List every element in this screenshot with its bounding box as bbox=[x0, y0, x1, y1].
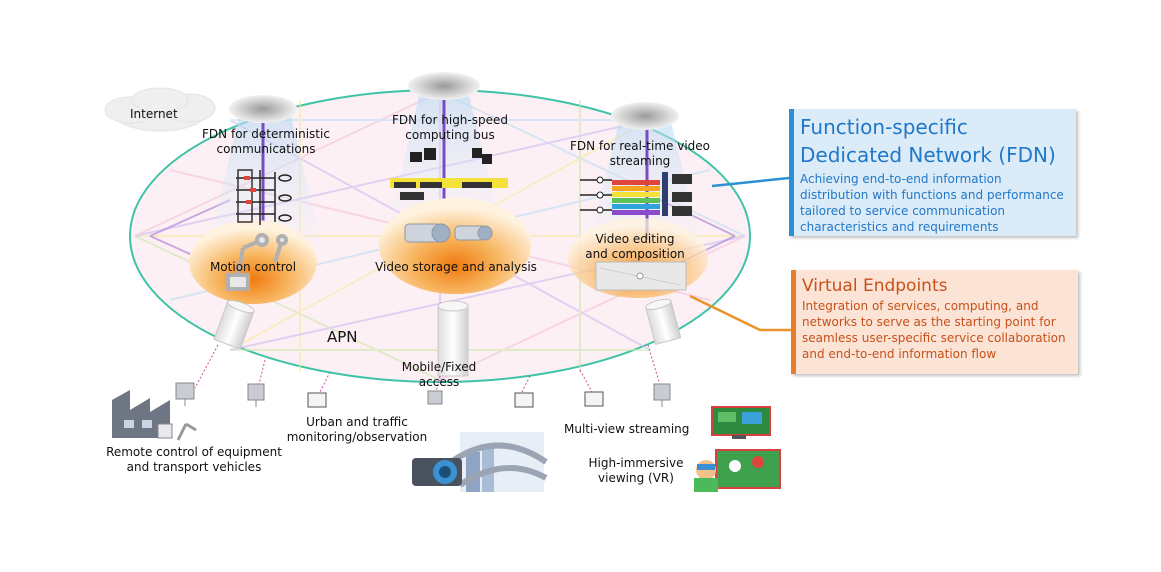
remote-control-line1: Remote control of equipment bbox=[106, 445, 282, 459]
ve-panel-title: Virtual Endpoints bbox=[802, 276, 948, 296]
motion-control-label: Motion control bbox=[209, 260, 297, 274]
solar-panel-icon-2 bbox=[247, 383, 265, 407]
factory-robot-icon bbox=[176, 422, 197, 441]
virtual-endpoints-panel: Virtual Endpoints Integration of service… bbox=[791, 270, 1078, 374]
fdn-realtime-line2: streaming bbox=[609, 154, 671, 168]
ve-panel-body-line2: networks to serve as the starting point … bbox=[802, 315, 1056, 329]
fdn-panel-title-line2: Dedicated Network (FDN) bbox=[800, 143, 1056, 167]
fdn-realtime-line1: FDN for real-time video bbox=[569, 139, 711, 153]
mobile-fixed-line2: access bbox=[418, 375, 460, 389]
fdn-panel-body: Achieving end-to-end information distrib… bbox=[800, 171, 1070, 235]
internet-cloud-icon bbox=[104, 87, 216, 132]
internet-label: Internet bbox=[130, 107, 178, 121]
urban-traffic-line1: Urban and traffic bbox=[306, 415, 408, 429]
fdn-panel-body-line4: characteristics and requirements bbox=[800, 220, 999, 234]
apn-label: APN bbox=[327, 328, 358, 346]
fdn-highspeed-line1: FDN for high-speed bbox=[392, 113, 508, 127]
box-icon-3 bbox=[584, 391, 604, 407]
urban-traffic-label: Urban and traffic monitoring/observation bbox=[284, 415, 430, 445]
cloud-center bbox=[408, 72, 480, 100]
node-video-storage bbox=[379, 198, 531, 294]
video-editing-label: Video editing and composition bbox=[580, 232, 690, 262]
solar-panel-icon-1 bbox=[175, 382, 195, 406]
access-lines bbox=[194, 344, 661, 393]
video-editing-line2: and composition bbox=[585, 247, 685, 261]
deterministic-switch-icon bbox=[236, 169, 292, 225]
high-immersive-label: High-immersive viewing (VR) bbox=[586, 456, 686, 486]
deterministic-color-marks bbox=[244, 176, 256, 204]
endpoint-cylinder-left bbox=[213, 299, 255, 350]
camera-icon bbox=[404, 223, 493, 243]
ve-panel-body: Integration of services, computing, and … bbox=[802, 298, 1072, 362]
video-editing-line1: Video editing bbox=[595, 232, 675, 246]
cloud-right bbox=[611, 102, 679, 130]
ve-connector-line bbox=[689, 294, 791, 332]
endpoint-cylinder-center bbox=[437, 300, 469, 377]
factory-icon bbox=[112, 390, 173, 439]
urban-traffic-line2: monitoring/observation bbox=[286, 430, 428, 444]
solar-panel-icon-4 bbox=[653, 383, 671, 407]
computing-bus-icon bbox=[390, 148, 508, 200]
traffic-city-image bbox=[412, 432, 548, 492]
fdn-panel-title-line1: Function-specific bbox=[800, 115, 968, 139]
solar-panel-icon-3 bbox=[427, 390, 443, 405]
mobile-fixed-line1: Mobile/Fixed bbox=[401, 360, 477, 374]
box-icon-2 bbox=[514, 392, 534, 408]
fdn-highspeed-line2: computing bus bbox=[405, 128, 495, 142]
mobile-fixed-label: Mobile/Fixed access bbox=[394, 360, 484, 390]
remote-control-line2: and transport vehicles bbox=[126, 460, 262, 474]
realtime-stream-icon bbox=[580, 172, 692, 216]
video-editing-screen-icon bbox=[595, 261, 687, 291]
fdn-deterministic-label: FDN for deterministic communications bbox=[196, 127, 336, 157]
fdn-realtime-label: FDN for real-time video streaming bbox=[565, 139, 715, 169]
ve-panel-body-line3: seamless user-specific service collabora… bbox=[802, 331, 1066, 345]
fdn-deterministic-line2: communications bbox=[216, 142, 316, 156]
multiview-tv-icon bbox=[711, 406, 771, 439]
ve-panel-body-line1: Integration of services, computing, and bbox=[802, 299, 1039, 313]
cloud-left bbox=[229, 95, 297, 123]
high-immersive-line2: viewing (VR) bbox=[598, 471, 674, 485]
remote-control-label: Remote control of equipment and transpor… bbox=[103, 445, 285, 475]
fdn-panel-body-line1: Achieving end-to-end information bbox=[800, 172, 1002, 186]
robot-arm-icon bbox=[226, 233, 288, 291]
video-storage-label: Video storage and analysis bbox=[375, 260, 537, 274]
fdn-highspeed-label: FDN for high-speed computing bus bbox=[385, 113, 515, 143]
multiview-label: Multi-view streaming bbox=[564, 422, 690, 436]
high-immersive-line1: High-immersive bbox=[588, 456, 684, 470]
endpoint-cylinder-right bbox=[645, 298, 682, 346]
fdn-connector-line bbox=[711, 176, 790, 188]
box-icon-1 bbox=[307, 392, 327, 408]
fdn-deterministic-line1: FDN for deterministic bbox=[202, 127, 330, 141]
fdn-info-panel: Function-specific Dedicated Network (FDN… bbox=[789, 109, 1076, 236]
ve-panel-body-line4: and end-to-end information flow bbox=[802, 347, 997, 361]
vr-viewing-image bbox=[694, 449, 781, 492]
fdn-panel-body-line3: tailored to service communication bbox=[800, 204, 1006, 218]
fdn-panel-body-line2: distribution with functions and performa… bbox=[800, 188, 1064, 202]
